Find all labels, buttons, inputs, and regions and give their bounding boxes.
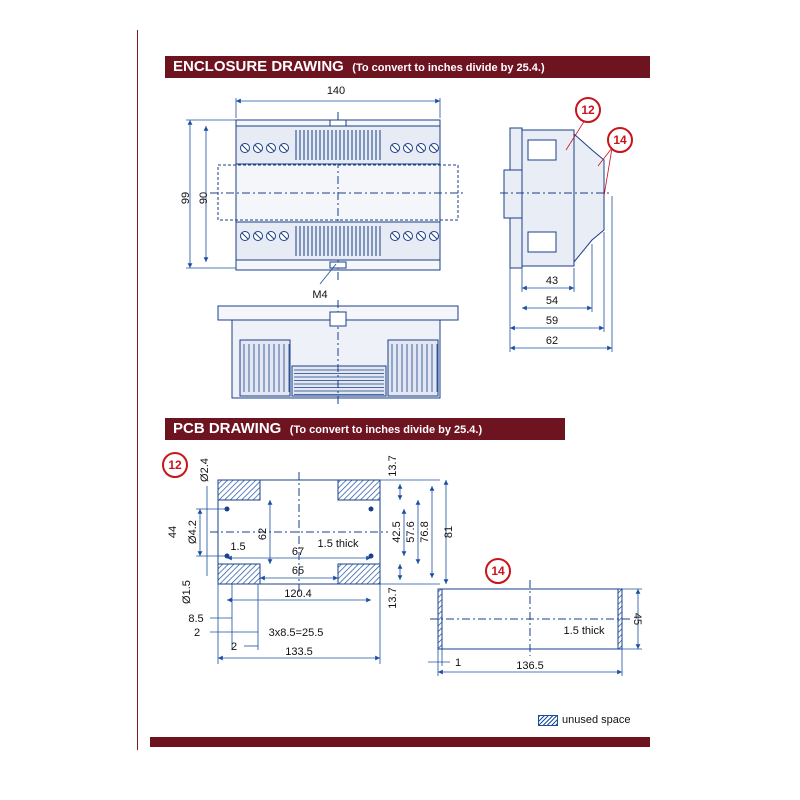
dim-62: 62 <box>546 335 558 347</box>
legend-label: unused space <box>562 714 631 726</box>
dim-m4: M4 <box>312 289 327 301</box>
dim-pitch: 3x8.5=25.5 <box>269 627 324 639</box>
dim-2-b: 2 <box>231 641 237 653</box>
pcb-drawing-header: PCB DRAWING (To convert to inches divide… <box>165 418 565 440</box>
svg-text:12: 12 <box>581 103 595 117</box>
dim-42-5: 42.5 <box>391 521 403 542</box>
dim-2-a: 2 <box>194 627 200 639</box>
dim-13-7-bottom: 13.7 <box>387 587 399 608</box>
dim-13-7-top: 13.7 <box>387 455 399 476</box>
dim-43: 43 <box>546 275 558 287</box>
callout-14-enclosure: 14 <box>607 127 633 153</box>
dim-120-4: 120.4 <box>284 588 312 600</box>
callout-12-pcb: 12 <box>162 452 188 478</box>
dim-1: 1 <box>455 657 461 669</box>
enclosure-dim-lines <box>186 98 441 285</box>
enclosure-drawing-header: ENCLOSURE DRAWING (To convert to inches … <box>165 56 650 78</box>
dim-d4-2: Ø4.2 <box>187 520 199 544</box>
enclosure-bottom-view <box>217 300 459 404</box>
enclosure-drawing-note: (To convert to inches divide by 25.4.) <box>352 62 545 74</box>
callout-14-pcb: 14 <box>485 558 511 584</box>
svg-text:12: 12 <box>168 458 182 472</box>
dim-76-8: 76.8 <box>419 521 431 542</box>
dim-8-5: 8.5 <box>188 613 203 625</box>
dim-45: 45 <box>631 613 643 625</box>
svg-text:14: 14 <box>613 133 627 147</box>
dim-136-5: 136.5 <box>516 660 544 672</box>
callout-12-enclosure: 12 <box>575 97 601 123</box>
pcb-drawing-note: (To convert to inches divide by 25.4.) <box>289 424 483 436</box>
dim-1-5: 1.5 <box>230 541 245 553</box>
pcb-drawing-title: PCB DRAWING <box>173 420 282 437</box>
dim-67: 67 <box>292 546 304 558</box>
pcb-14-board <box>430 580 630 656</box>
dim-62-pcb: 62 <box>257 528 269 540</box>
enclosure-side-view <box>500 127 612 269</box>
dim-140: 140 <box>327 85 345 97</box>
side-view-dim-lines <box>509 119 613 352</box>
dim-d1-5: Ø1.5 <box>181 580 193 604</box>
dim-81: 81 <box>443 526 455 538</box>
front-view-terminals <box>240 130 439 256</box>
dim-133-5: 133.5 <box>285 646 313 658</box>
dim-90: 90 <box>198 192 210 204</box>
dim-pcb-thick: 1.5 thick <box>318 538 359 550</box>
dim-57-6: 57.6 <box>405 521 417 542</box>
footer-bar <box>150 737 650 747</box>
svg-text:14: 14 <box>491 564 505 578</box>
dim-54: 54 <box>546 295 558 307</box>
dim-d2-4: Ø2.4 <box>199 458 211 482</box>
legend: unused space <box>538 714 631 726</box>
pcb-dim-lines <box>196 479 449 664</box>
pcb-14-dim-lines <box>428 588 642 676</box>
bottom-view-fins <box>243 344 438 395</box>
enclosure-drawing-title: ENCLOSURE DRAWING <box>173 58 344 75</box>
dim-59: 59 <box>546 315 558 327</box>
page-margin-line <box>137 30 138 750</box>
dim-pcb14-thick: 1.5 thick <box>564 625 605 637</box>
pcb-board-outline <box>210 472 388 594</box>
dim-99: 99 <box>180 192 192 204</box>
dim-44: 44 <box>167 526 179 538</box>
enclosure-front-view <box>210 112 466 280</box>
hatch-swatch-icon <box>538 714 558 726</box>
dim-65: 65 <box>292 565 304 577</box>
